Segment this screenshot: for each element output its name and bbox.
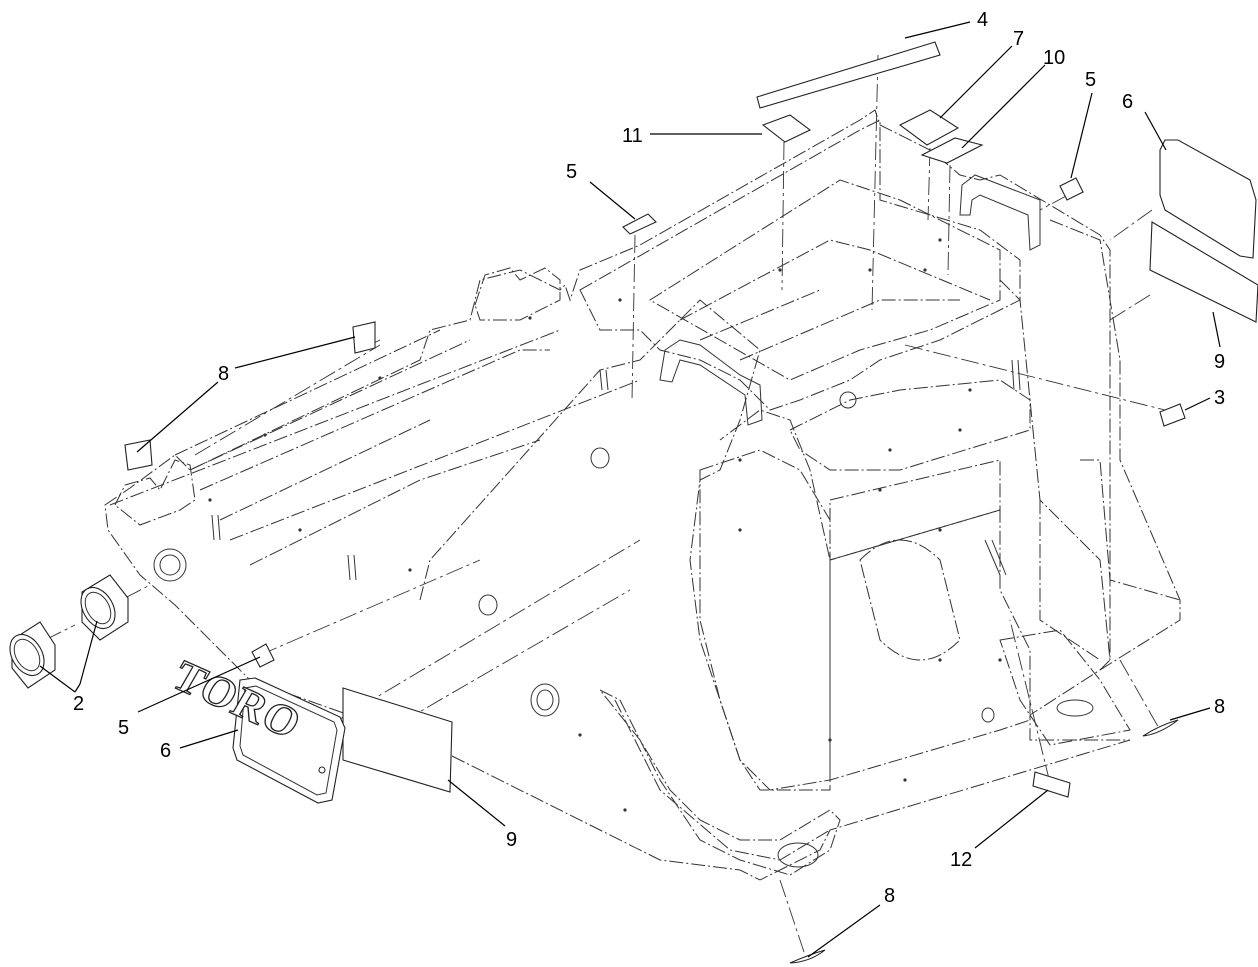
callout-8-right: 8 <box>1214 696 1225 718</box>
top-deck <box>649 179 1001 381</box>
decal-9-right <box>1149 221 1258 323</box>
callout-9-lower: 9 <box>506 829 517 851</box>
decal-8-right <box>1142 719 1179 737</box>
slot-4 <box>1011 359 1021 391</box>
decal-8-upper <box>352 321 376 354</box>
callout-9-right: 9 <box>1214 351 1225 373</box>
decal-11 <box>761 114 812 143</box>
decal-6-right <box>1159 139 1257 259</box>
callout-labels: 4 11 7 10 5 5 6 9 3 8 2 5 6 9 8 12 8 <box>73 9 1225 907</box>
callout-2: 2 <box>73 693 84 715</box>
callout-7: 7 <box>1013 28 1024 50</box>
callout-6-logo: 6 <box>160 740 171 762</box>
rear-tail-inner <box>614 699 831 861</box>
skid-hole <box>981 707 995 723</box>
left-bumper-front <box>114 459 196 526</box>
bore-hole-left <box>153 548 187 582</box>
left-rail-inner <box>199 349 641 566</box>
bore-hole-boss-inner <box>536 689 554 711</box>
top-crossmember <box>579 119 1021 411</box>
rivet-dots <box>208 238 1002 812</box>
handle-right <box>959 174 1041 251</box>
toro-logo-decal: TORO <box>164 651 346 804</box>
bore-hole-top <box>839 391 857 409</box>
left-bumper-rear <box>474 267 561 321</box>
right-skid <box>999 629 1131 746</box>
bore-hole-boss <box>530 683 560 717</box>
chassis-frame <box>104 109 1181 881</box>
handle-left <box>659 339 763 426</box>
bore-hole-mid <box>590 447 610 469</box>
slot-1 <box>211 514 221 541</box>
decal-3 <box>1159 403 1186 427</box>
top-deck-inner <box>679 239 991 361</box>
decal-4 <box>756 41 941 109</box>
callout-5-lower: 5 <box>118 717 129 739</box>
slot-2 <box>347 554 357 581</box>
decal-7 <box>898 109 960 146</box>
parts: TORO <box>9 41 1258 964</box>
left-rail-top <box>109 329 561 506</box>
callout-3: 3 <box>1214 387 1225 409</box>
right-tower-face <box>1039 459 1181 661</box>
bushing-left <box>9 621 56 689</box>
decal-5-lower <box>251 643 275 668</box>
bore-hole-left-inner <box>159 554 181 576</box>
decal-9-lower <box>342 687 453 793</box>
decal-5-right <box>1059 177 1084 201</box>
bushing-right <box>80 574 129 641</box>
center-panel <box>699 449 831 791</box>
callout-11: 11 <box>622 125 643 147</box>
decal-8-lower <box>124 439 153 471</box>
callout-12: 12 <box>950 849 972 871</box>
slot-3 <box>599 369 609 391</box>
bore-hole-lower <box>478 594 498 616</box>
slot-5 <box>984 539 1007 576</box>
center-drum <box>859 539 961 661</box>
rear-tail <box>599 689 841 876</box>
skid-slot <box>1056 699 1094 717</box>
callout-5-right: 5 <box>1085 69 1096 91</box>
callout-8-left: 8 <box>218 363 229 385</box>
right-lower-panel <box>829 509 1031 781</box>
leader-lines <box>39 21 1221 958</box>
left-rail <box>104 109 1131 881</box>
explode-lines <box>44 54 1166 956</box>
decal-10 <box>920 137 984 164</box>
callout-5-top: 5 <box>566 161 577 183</box>
decal-8-bottom <box>789 949 826 964</box>
right-tower <box>999 219 1181 671</box>
mid-crossmember-lower <box>829 459 1001 561</box>
decal-5-top <box>622 213 657 235</box>
callout-6-right: 6 <box>1122 91 1133 113</box>
center-body <box>419 299 831 791</box>
mid-crossmember <box>789 379 1031 471</box>
rear-eyelet <box>777 842 819 868</box>
decal-12 <box>1032 771 1071 798</box>
callout-8-bottom: 8 <box>884 885 895 907</box>
callout-4: 4 <box>977 9 988 31</box>
callout-10: 10 <box>1043 47 1065 69</box>
